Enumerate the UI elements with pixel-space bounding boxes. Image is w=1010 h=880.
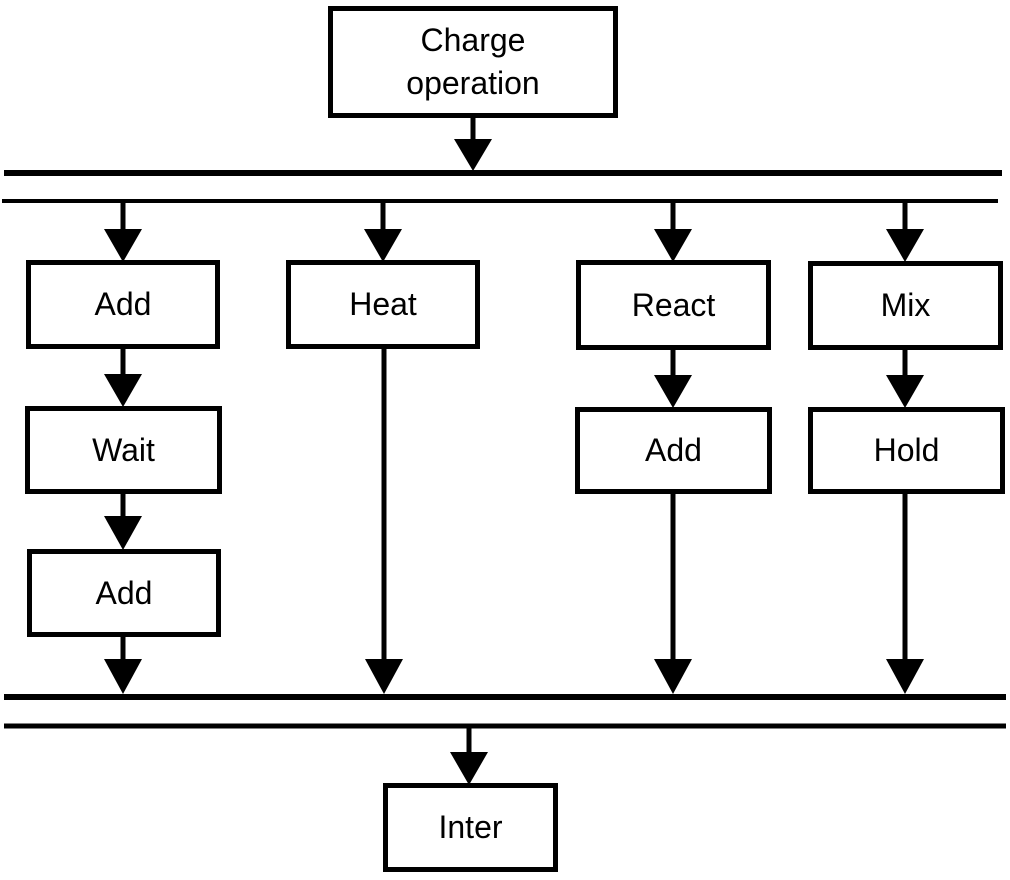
arrow-mix-to-hold — [886, 348, 924, 408]
node-inter: Inter — [383, 783, 558, 872]
arrow-add1-to-wait — [104, 347, 142, 407]
node-label: Add — [645, 432, 702, 469]
arrow-charge-to-fork — [454, 117, 492, 171]
node-add-1: Add — [26, 260, 220, 349]
node-label: Inter — [438, 809, 503, 846]
node-label: Add — [94, 286, 152, 323]
node-label: Add — [95, 574, 153, 611]
node-mix: Mix — [808, 261, 1003, 350]
node-add-2: Add — [575, 407, 772, 494]
arrow-fork-to-mix — [886, 202, 924, 262]
arrow-fork-to-add1 — [104, 202, 142, 262]
node-label: Charge operation — [406, 22, 540, 101]
node-label: Hold — [873, 432, 940, 469]
arrow-join-to-inter — [450, 727, 488, 785]
node-label: Mix — [880, 287, 931, 324]
node-label: React — [631, 286, 716, 323]
node-charge-operation: Charge operation — [328, 6, 618, 118]
node-react: React — [576, 260, 771, 350]
arrow-wait-to-add3 — [104, 492, 142, 550]
arrow-react-to-add2 — [654, 348, 692, 408]
node-label: Wait — [92, 431, 155, 468]
arrow-fork-to-react — [654, 202, 692, 262]
node-label: Heat — [349, 286, 417, 323]
arrow-fork-to-heat — [364, 202, 402, 262]
arrow-heat-to-join — [365, 347, 403, 694]
arrow-add3-to-join — [104, 635, 142, 694]
node-add-3: Add — [27, 549, 221, 637]
node-wait: Wait — [25, 406, 222, 494]
arrow-add2-to-join — [654, 492, 692, 694]
node-heat: Heat — [286, 260, 480, 349]
node-hold: Hold — [808, 407, 1005, 494]
arrow-hold-to-join — [886, 492, 924, 694]
